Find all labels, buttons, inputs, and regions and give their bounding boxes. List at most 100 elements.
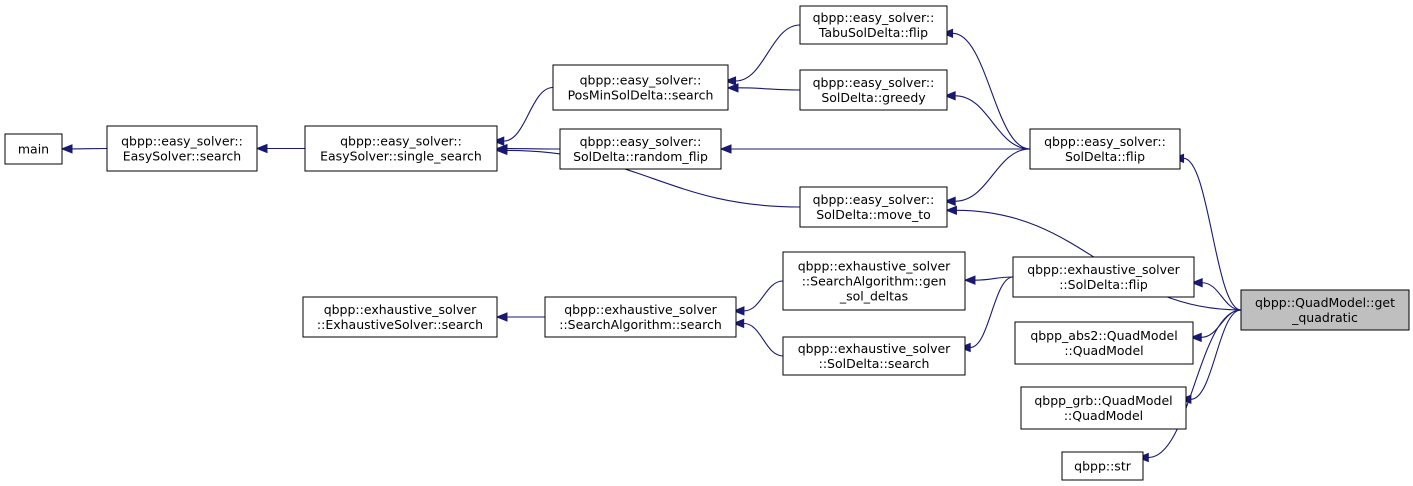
arrowhead-greedy-to-posmin_search (726, 83, 739, 93)
edge-easy_flip-to-greedy (955, 95, 1031, 150)
node-box (544, 296, 737, 338)
arrowhead-easy_flip-to-move_to (943, 196, 956, 207)
node-label-line: ::SolDelta::flip (1059, 277, 1148, 292)
node-box (782, 336, 966, 376)
node-box (106, 125, 258, 172)
node-greedy[interactable]: qbpp::easy_solver::SolDelta::greedy (799, 69, 948, 111)
node-box (1029, 128, 1181, 170)
node-label-line: qbpp::exhaustive_solver (324, 302, 477, 317)
node-label-line: SolDelta::move_to (816, 207, 931, 222)
node-str[interactable]: qbpp::str (1061, 451, 1144, 481)
node-label-line: TabuSolDelta::flip (818, 25, 928, 40)
arrowhead-easy_flip-to-greedy (943, 91, 956, 101)
node-label-line: qbpp::easy_solver:: (813, 75, 935, 90)
node-label-line: SolDelta::random_flip (573, 149, 708, 164)
arrowhead-easy_search-to-main (60, 144, 73, 154)
node-label-line: EasySolver::single_search (320, 149, 482, 164)
edge-exh_flip-to-gen_deltas (974, 276, 1014, 281)
edge-get_quadratic-to-exh_flip (1202, 282, 1242, 311)
node-move-to[interactable]: qbpp::easy_solver::SolDelta::move_to (799, 186, 948, 228)
node-box (304, 125, 498, 172)
node-label-line: qbpp::exhaustive_solver (798, 341, 951, 356)
node-label-line: EasySolver::search (123, 149, 241, 164)
node-exh-search[interactable]: qbpp::exhaustive_solver::ExhaustiveSolve… (302, 296, 498, 338)
node-label-line: qbpp::easy_solver:: (813, 10, 935, 25)
edge-easy_flip-to-move_to (955, 148, 1031, 202)
node-easy-flip[interactable]: qbpp::easy_solver::SolDelta::flip (1029, 128, 1181, 170)
edge-easy_flip-to-tabu_flip (952, 32, 1031, 150)
node-label-line: ::SolDelta::search (819, 356, 930, 371)
node-box (559, 128, 722, 170)
edge-tabu_flip-to-posmin_search (735, 24, 801, 82)
arrowhead-exh_flip-to-gen_deltas (963, 275, 976, 285)
edge-exh_flip-to-sol_search (970, 276, 1014, 349)
node-single-search[interactable]: qbpp::easy_solver::EasySolver::single_se… (304, 125, 498, 172)
arrowhead-single_search-to-easy_search (255, 143, 268, 154)
node-box (1020, 386, 1187, 430)
arrowhead-tabu_flip-to-posmin_search (724, 76, 737, 86)
node-exh-flip[interactable]: qbpp::exhaustive_solver::SolDelta::flip (1012, 256, 1195, 298)
node-label-line: _quadratic (1291, 310, 1358, 325)
arrowhead-easy_flip-to-random_flip (719, 144, 732, 154)
node-box (302, 296, 498, 338)
node-box (1061, 451, 1144, 481)
node-gen-deltas[interactable]: qbpp::exhaustive_solver::SearchAlgorithm… (782, 251, 966, 311)
node-label-line: qbpp_abs2::QuadModel (1030, 328, 1177, 343)
node-label-line: qbpp::easy_solver:: (580, 134, 702, 149)
node-posmin-search[interactable]: qbpp::easy_solver::PosMinSolDelta::searc… (552, 64, 729, 111)
node-abs2[interactable]: qbpp_abs2::QuadModel::QuadModel (1014, 321, 1194, 365)
node-label-line: qbpp::exhaustive_solver (798, 259, 951, 274)
node-label-line: ::SearchAlgorithm::gen (802, 274, 947, 289)
node-box (1240, 289, 1410, 331)
arrowhead-sol_search-to-alg_search (732, 318, 745, 329)
node-label-line: ::ExhaustiveSolver::search (317, 317, 483, 332)
node-box (799, 186, 948, 228)
edge-gen_deltas-to-alg_search (743, 280, 784, 312)
arrowhead-alg_search-to-exh_search (495, 312, 508, 322)
arrowhead-easy_flip-to-tabu_flip (941, 28, 954, 39)
arrowhead-get_quadratic-to-exh_flip (1190, 278, 1203, 288)
node-sol-search[interactable]: qbpp::exhaustive_solver::SolDelta::searc… (782, 336, 966, 376)
node-label-line: qbpp_grb::QuadModel (1034, 393, 1172, 408)
arrowhead-move_to-to-single_search (495, 145, 508, 156)
node-label-line: ::QuadModel (1064, 343, 1143, 358)
node-label-line: PosMinSolDelta::search (568, 88, 714, 103)
node-label-line: SolDelta::flip (1065, 149, 1145, 164)
node-label-line: qbpp::easy_solver:: (340, 134, 462, 149)
node-label-line: qbpp::easy_solver:: (121, 134, 243, 149)
node-label-line: qbpp::easy_solver:: (580, 73, 702, 88)
node-random-flip[interactable]: qbpp::easy_solver::SolDelta::random_flip (559, 128, 722, 170)
node-box (799, 69, 948, 111)
node-box (1014, 321, 1194, 365)
node-get-quadratic[interactable]: qbpp::QuadModel::get_quadratic (1240, 289, 1410, 331)
node-main[interactable]: main (4, 133, 63, 165)
node-alg-search[interactable]: qbpp::exhaustive_solver::SearchAlgorithm… (544, 296, 737, 338)
node-label-line: ::SearchAlgorithm::search (559, 317, 722, 332)
node-label-line: _sol_deltas (839, 289, 908, 304)
edge-group (60, 24, 1242, 463)
arrowhead-posmin_search-to-single_search (492, 136, 505, 146)
node-grb[interactable]: qbpp_grb::QuadModel::QuadModel (1020, 386, 1187, 430)
node-label-line: qbpp::str (1074, 459, 1132, 474)
arrowhead-gen_deltas-to-alg_search (732, 306, 745, 316)
edge-get_quadratic-to-grb (1190, 309, 1242, 400)
node-box (799, 5, 948, 45)
node-box (4, 133, 63, 165)
node-easy-search[interactable]: qbpp::easy_solver::EasySolver::search (106, 125, 258, 172)
node-tabu-flip[interactable]: qbpp::easy_solver::TabuSolDelta::flip (799, 5, 948, 45)
edge-move_to-to-single_search (506, 149, 801, 208)
node-box (782, 251, 966, 311)
arrowhead-get_quadratic-to-abs2 (1189, 332, 1202, 343)
edge-greedy-to-posmin_search (737, 87, 801, 91)
arrowhead-get_quadratic-to-move_to (945, 205, 957, 216)
node-label-line: qbpp::QuadModel::get (1255, 295, 1395, 310)
edge-get_quadratic-to-easy_flip (1183, 157, 1242, 311)
node-label-line: main (18, 142, 49, 157)
node-label-line: qbpp::exhaustive_solver (1027, 262, 1180, 277)
node-box (1012, 256, 1195, 298)
node-label-line: qbpp::easy_solver:: (813, 192, 935, 207)
node-label-line: SolDelta::greedy (821, 90, 926, 105)
edge-posmin_search-to-single_search (503, 86, 554, 142)
node-label-line: qbpp::easy_solver:: (1044, 134, 1166, 149)
